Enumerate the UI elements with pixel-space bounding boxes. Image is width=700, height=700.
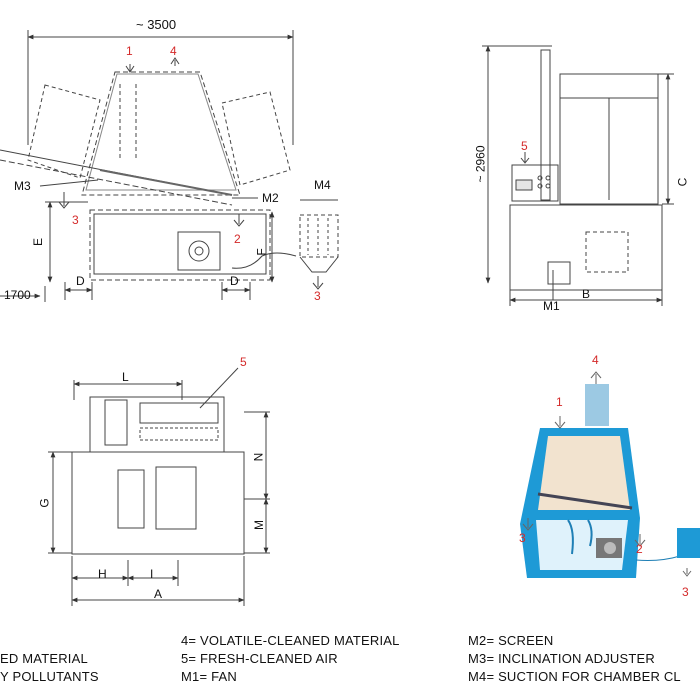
marker-1: 1 [126, 44, 133, 58]
dimension-l: L [122, 370, 129, 384]
marker-2-front: 2 [234, 232, 241, 246]
dimension-d-left: D [76, 274, 85, 288]
marker-3-front: 3 [72, 213, 79, 227]
marker-3-colour: 3 [519, 531, 526, 545]
dimension-e: E [31, 237, 46, 247]
side-view [482, 45, 674, 306]
legend-item: M4= SUCTION FOR CHAMBER CL [468, 669, 681, 684]
marker-5-side: 5 [521, 139, 528, 153]
marker-3-m4: 3 [314, 289, 321, 303]
legend-item: 5= FRESH-CLEANED AIR [181, 651, 338, 666]
dimension-1700: 1700 [4, 288, 31, 302]
marker-4-colour: 4 [592, 353, 599, 367]
front-view [0, 30, 339, 302]
legend-item: M2= SCREEN [468, 633, 554, 648]
dimension-m: M [252, 520, 266, 530]
marker-1-colour: 1 [556, 395, 563, 409]
marker-3-suction: 3 [682, 585, 689, 599]
dimension-overall-height: ~ 2960 [473, 145, 488, 183]
legend-column-1: ED MATERIAL Y POLLUTANTS [0, 650, 99, 686]
dimension-b: B [582, 287, 591, 301]
legend-column-2: 4= VOLATILE-CLEANED MATERIAL 5= FRESH-CL… [181, 632, 400, 686]
dimension-h: H [98, 567, 107, 581]
colour-section [520, 371, 700, 578]
dimension-i: I [150, 567, 154, 581]
dimension-a: A [154, 587, 163, 601]
legend-item: 4= VOLATILE-CLEANED MATERIAL [181, 633, 400, 648]
dimension-g: G [37, 498, 52, 508]
label-m4: M4 [314, 178, 331, 192]
legend-column-3: M2= SCREEN M3= INCLINATION ADJUSTER M4= … [468, 632, 681, 686]
legend-item: Y POLLUTANTS [0, 669, 99, 684]
marker-2-colour: 2 [636, 542, 643, 556]
label-m3: M3 [14, 179, 31, 193]
label-m2: M2 [262, 191, 279, 205]
dimension-n: N [251, 452, 266, 462]
legend-item: M1= FAN [181, 669, 237, 684]
marker-5-plan: 5 [240, 355, 247, 369]
legend-item: ED MATERIAL [0, 651, 88, 666]
dimension-c: C [675, 177, 690, 187]
dimension-f: F [254, 248, 269, 256]
dimension-d-right: D [230, 274, 239, 288]
legend-item: M3= INCLINATION ADJUSTER [468, 651, 655, 666]
label-m1: M1 [543, 299, 560, 313]
marker-4: 4 [170, 44, 177, 58]
dimension-overall-width: ~ 3500 [136, 17, 177, 32]
plan-view [48, 367, 270, 606]
